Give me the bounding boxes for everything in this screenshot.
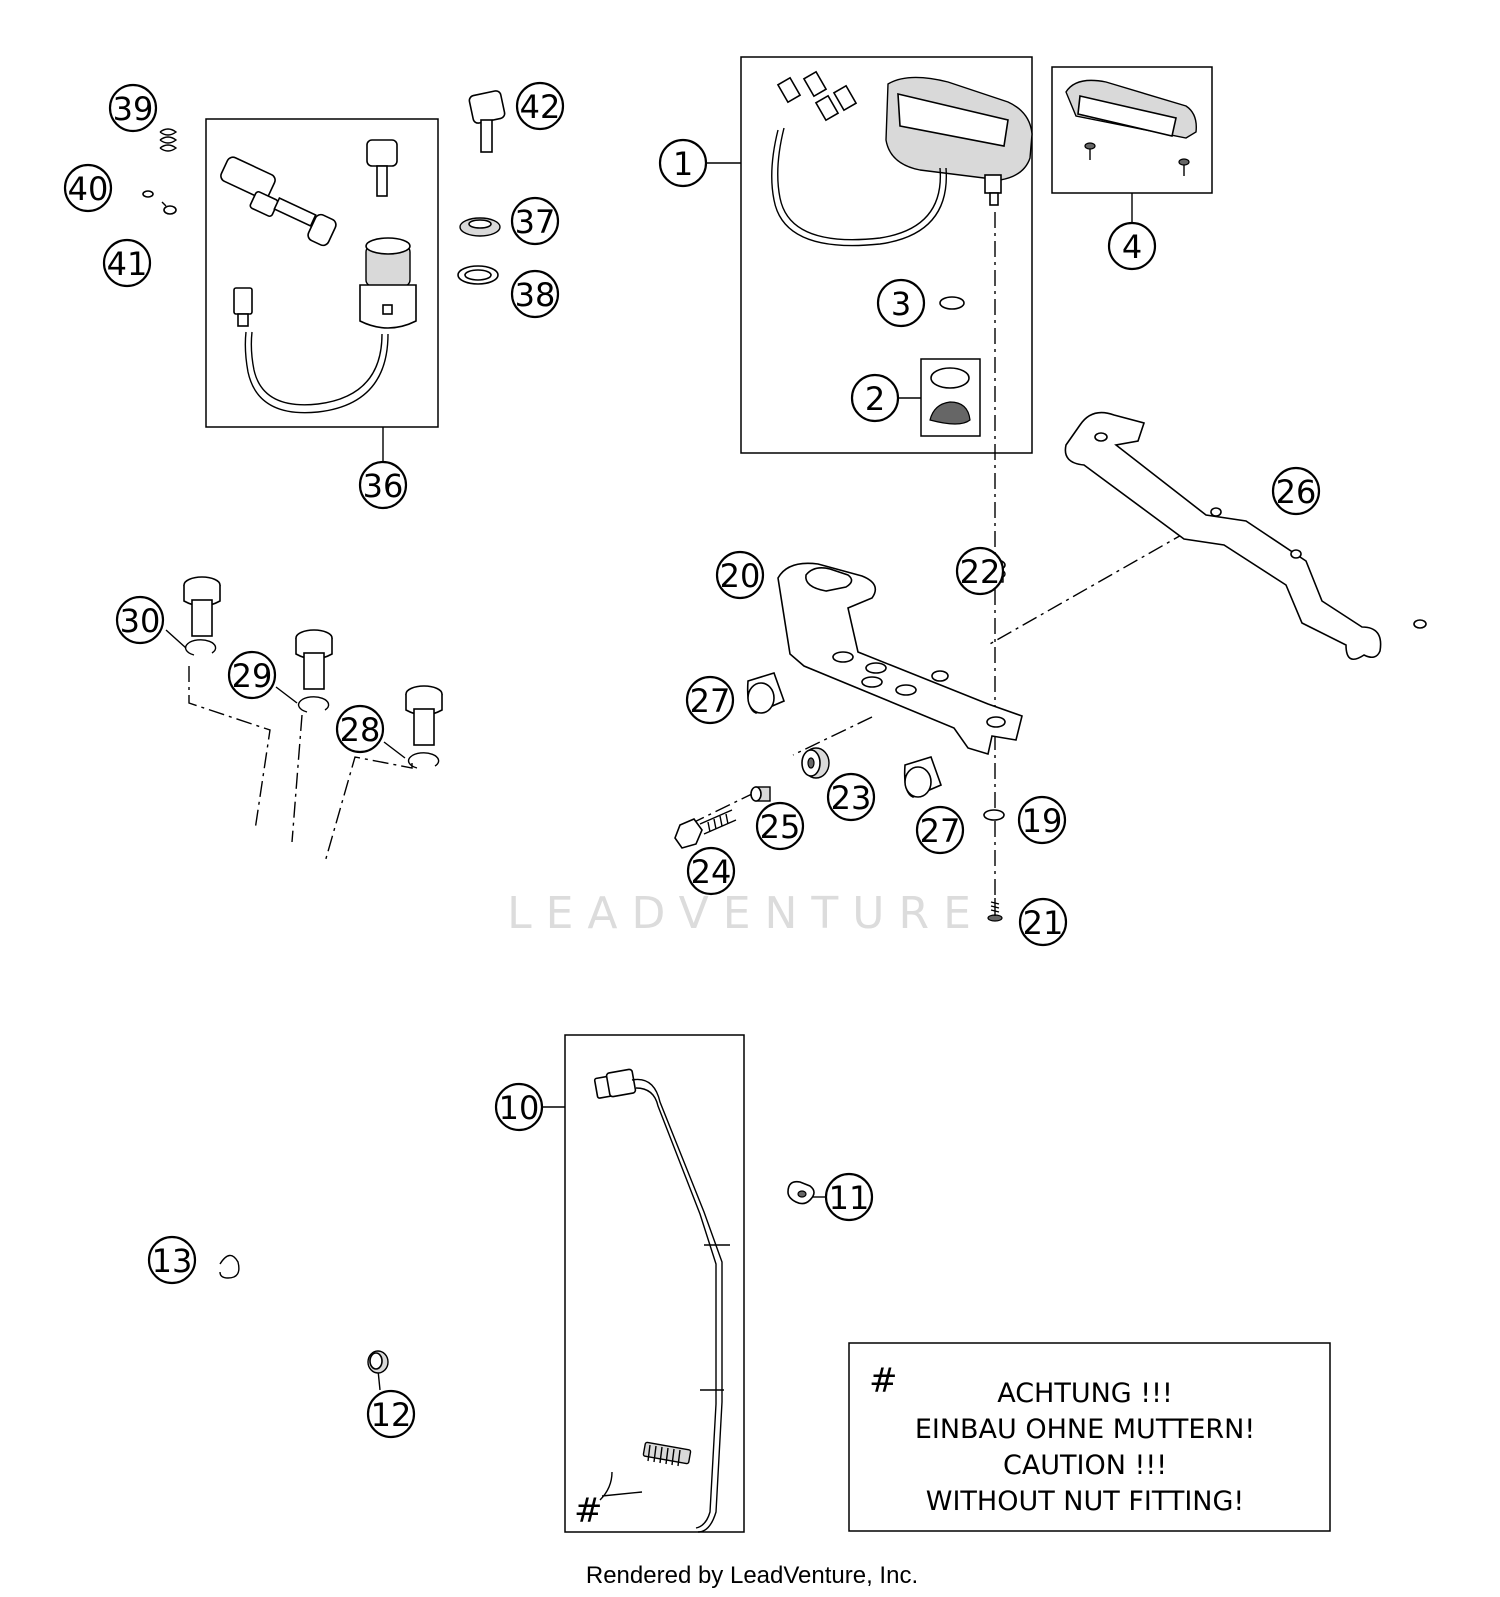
small-pin-part	[161, 201, 177, 215]
callout-38: 38	[510, 269, 560, 319]
callout-26: 26	[1271, 466, 1321, 516]
callout-4: 4	[1107, 221, 1157, 271]
callout-label: 36	[363, 467, 404, 505]
callout-12: 12	[366, 1389, 416, 1439]
callout-24: 24	[686, 846, 736, 896]
callout-2: 2	[850, 373, 900, 423]
cable-hash-mark: #	[574, 1491, 603, 1531]
callout-3: 3	[876, 278, 926, 328]
sensor-cable-part	[593, 1068, 730, 1533]
spring-part	[159, 128, 178, 152]
rubber-cap-part-2	[903, 756, 943, 798]
callout-label: 28	[340, 711, 381, 749]
bulb-seal-part	[939, 296, 965, 310]
rubber-cap-part	[746, 672, 786, 714]
callout-28: 28	[335, 704, 385, 754]
cable-clip-part	[787, 1180, 815, 1205]
note-hash-mark: #	[869, 1361, 898, 1401]
note-box	[848, 1342, 1331, 1532]
callout-23: 23	[826, 772, 876, 822]
washer-part	[983, 809, 1005, 821]
callout-label: 23	[831, 779, 872, 817]
callout-label: 26	[1276, 473, 1317, 511]
callout-41: 41	[102, 238, 152, 288]
ignition-lock-part	[220, 156, 337, 247]
callout-13: 13	[147, 1235, 197, 1285]
callout-1: 1	[658, 138, 708, 188]
screw-part	[987, 898, 1003, 922]
callout-label: 24	[691, 853, 732, 891]
callout-label: 11	[829, 1179, 870, 1217]
circlip-part	[219, 1254, 240, 1279]
callout-20: 20	[715, 550, 765, 600]
callout-label: 27	[690, 682, 731, 720]
callout-label: 41	[107, 245, 148, 283]
note-line-2: EINBAU OHNE MUTTERN!	[915, 1414, 1255, 1445]
callout-27: 27	[685, 675, 735, 725]
note-line-4: WITHOUT NUT FITTING!	[926, 1486, 1245, 1517]
speedometer-kit-box	[740, 56, 1033, 454]
key-part	[468, 90, 506, 153]
callout-label: 30	[120, 602, 161, 640]
callout-11: 11	[824, 1172, 874, 1222]
callout-29: 29	[227, 650, 277, 700]
callout-label: 12	[371, 1396, 412, 1434]
display-cover-part	[1065, 79, 1197, 176]
callout-label: 20	[720, 557, 761, 595]
callout-21: 21	[1018, 897, 1068, 947]
ignition-kit-box	[205, 118, 439, 428]
lock-nut-part	[459, 217, 501, 237]
rubber-bushing-part	[801, 747, 830, 779]
callout-label: 27	[920, 812, 961, 850]
spacer-sleeve-part	[750, 786, 771, 802]
callout-label: 3	[891, 285, 911, 323]
callout-19: 19	[1017, 795, 1067, 845]
callout-25: 25	[755, 801, 805, 851]
pin-29-part	[295, 629, 333, 713]
callout-label: 2	[865, 380, 885, 418]
callout-label: 39	[113, 90, 154, 128]
callout-label: 21	[1023, 904, 1064, 942]
callout-30: 30	[115, 595, 165, 645]
pin-30-part	[183, 576, 221, 656]
bracket-part	[777, 562, 1023, 756]
ignition-switch-part	[233, 237, 417, 414]
speedometer-part	[771, 70, 1033, 247]
callout-label: 1	[673, 145, 693, 183]
note-line-3: CAUTION !!!	[1003, 1450, 1167, 1481]
callout-42: 42	[515, 81, 565, 131]
callout-40: 40	[63, 163, 113, 213]
pin-28-part	[405, 685, 443, 769]
callout-39: 39	[108, 83, 158, 133]
callout-label: 37	[515, 203, 556, 241]
callout-label: 40	[68, 170, 109, 208]
watermark: LEADVENTURE	[507, 888, 985, 939]
callout-label: 42	[520, 88, 561, 126]
callout-27: 27	[915, 805, 965, 855]
hash-leader	[599, 1471, 643, 1501]
callout-37: 37	[510, 196, 560, 246]
callout-label: 19	[1022, 802, 1063, 840]
small-washer-part	[142, 190, 154, 198]
callout-label: 13	[152, 1242, 193, 1280]
callout-label: 25	[760, 808, 801, 846]
mounting-strap-part	[1064, 411, 1427, 661]
mount-kit-part	[929, 367, 971, 425]
callout-10: 10	[494, 1082, 544, 1132]
callout-label: 22	[960, 553, 1001, 591]
bolt-part	[674, 809, 737, 849]
callout-22: 22	[955, 546, 1005, 596]
footer-credit: Rendered by LeadVenture, Inc.	[586, 1562, 918, 1589]
grommet-ring-part	[367, 1350, 389, 1374]
callout-label: 4	[1122, 228, 1142, 266]
callout-label: 38	[515, 276, 556, 314]
ignition-key-part	[366, 139, 398, 197]
note-line-1: ACHTUNG !!!	[997, 1378, 1173, 1409]
sensor-cable-box	[564, 1034, 745, 1533]
callout-label: 10	[499, 1089, 540, 1127]
flat-washer-part	[457, 265, 499, 285]
callout-36: 36	[358, 460, 408, 510]
callout-label: 29	[232, 657, 273, 695]
